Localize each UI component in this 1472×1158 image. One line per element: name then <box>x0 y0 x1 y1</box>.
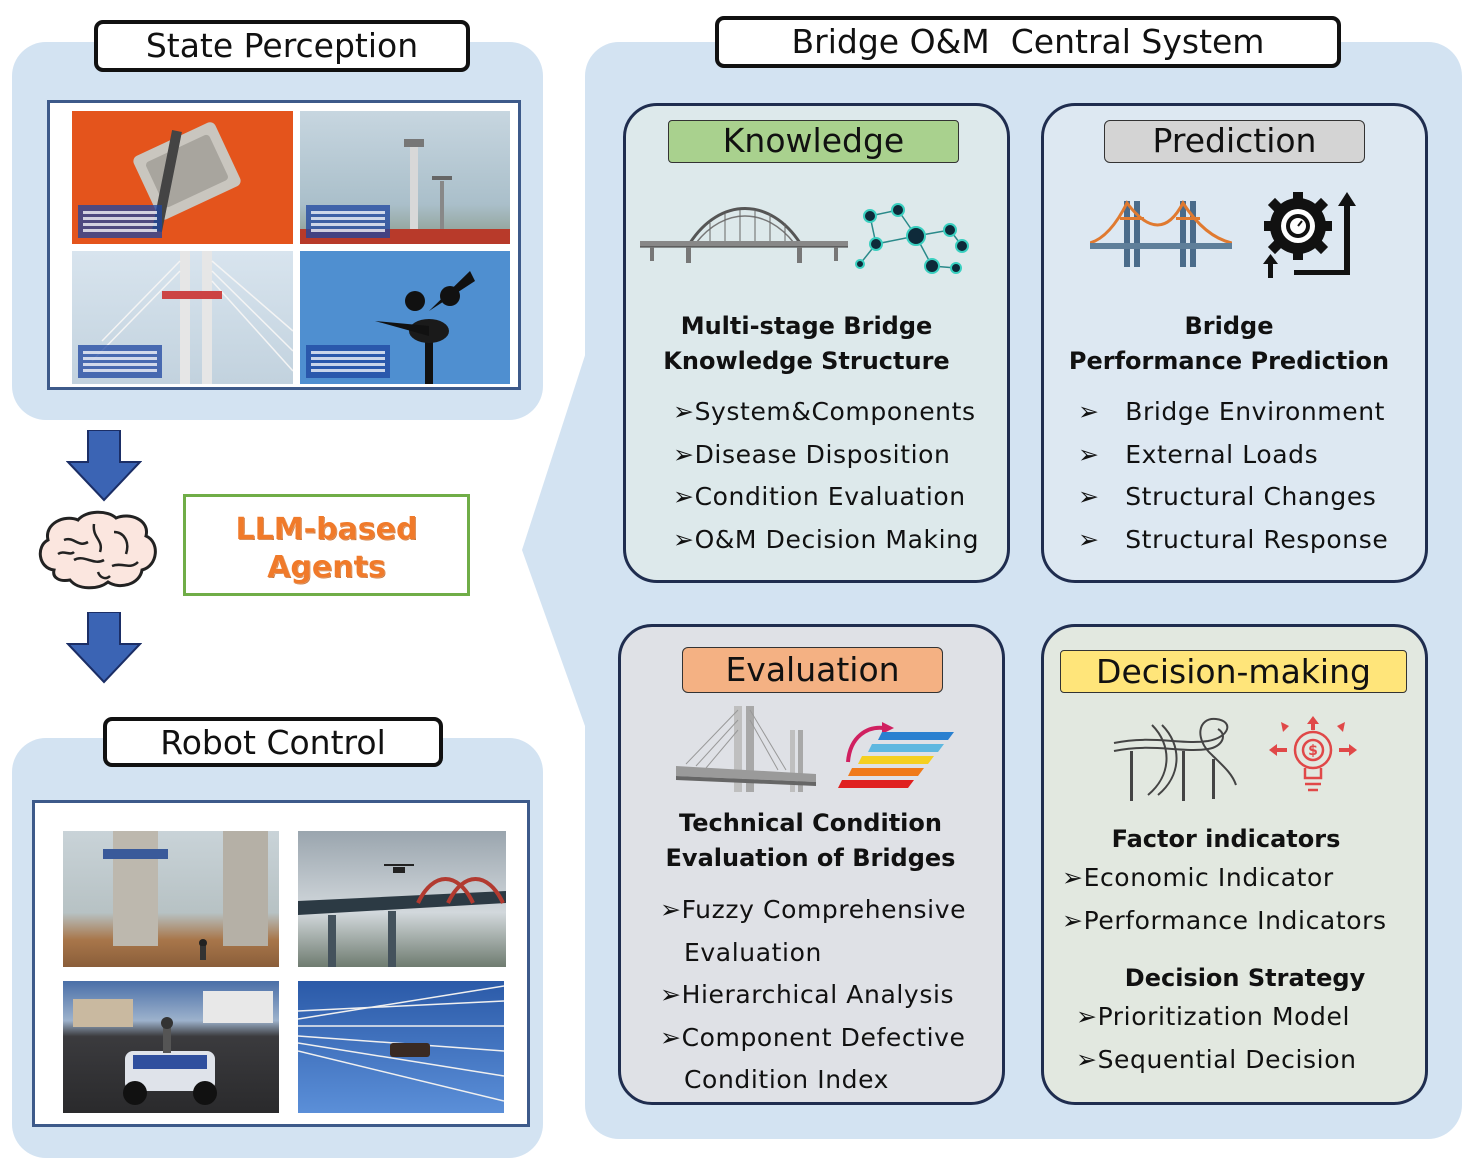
llm-agents-label-line1: LLM-based <box>235 512 418 547</box>
factor-indicators-title: Factor indicators <box>1111 825 1341 853</box>
evaluation-title-line2: Evaluation of Bridges <box>665 844 956 872</box>
knowledge-title: Multi-stage Bridge Knowledge Structure <box>623 309 990 379</box>
idea-money-bulb-icon: $ <box>1269 716 1357 792</box>
down-arrow-icon <box>66 612 142 684</box>
prediction-header: Prediction <box>1104 120 1365 163</box>
list-item: Condition Index <box>660 1059 966 1102</box>
decision-header: Decision-making <box>1060 650 1407 693</box>
prediction-title: Bridge Performance Prediction <box>1041 309 1417 379</box>
factor-item-label: Economic Indicator <box>1083 863 1334 892</box>
list-item: ➢ External Loads <box>1078 439 1319 469</box>
brain-icon <box>38 510 157 590</box>
evaluation-item-label: Component Defective <box>681 1022 966 1052</box>
strategy-item-label: Sequential Decision <box>1097 1044 1357 1074</box>
robot-control-title: Robot Control <box>103 717 443 767</box>
prediction-item-label: Structural Changes <box>1125 482 1377 511</box>
factor-indicators-list: ➢Economic Indicator ➢Performance Indicat… <box>1062 857 1387 942</box>
list-item: ➢O&M Decision Making <box>673 524 980 554</box>
list-item: ➢Performance Indicators <box>1062 905 1387 935</box>
evaluation-title: Technical Condition Evaluation of Bridge… <box>618 806 1003 876</box>
sensor-photo-mast <box>300 111 510 244</box>
factor-item-label: Performance Indicators <box>1083 905 1387 935</box>
list-item: ➢Hierarchical Analysis <box>660 980 955 1009</box>
list-item: ➢ Structural Changes <box>1078 482 1377 511</box>
knowledge-graph-icon <box>855 203 969 274</box>
decision-strategy-title: Decision Strategy <box>1124 964 1366 992</box>
gear-arrows-icon <box>1263 192 1356 278</box>
list-item: ➢Prioritization Model <box>1076 1002 1351 1031</box>
knowledge-item-label: Disease Disposition <box>694 439 951 469</box>
knowledge-list: ➢System&Components ➢Disease Disposition … <box>673 391 979 561</box>
knowledge-title-line2: Knowledge Structure <box>663 347 950 375</box>
svg-text:$: $ <box>1308 743 1318 759</box>
decision-card <box>1041 624 1428 1105</box>
evaluation-item-label: Condition Index <box>684 1065 890 1094</box>
list-item: ➢Fuzzy Comprehensive <box>660 895 967 924</box>
list-item: ➢System&Components <box>673 397 976 426</box>
list-item: ➢ Structural Response <box>1078 524 1389 554</box>
central-system-title: Bridge O&M Central System <box>715 16 1341 68</box>
robot-photo-grid <box>32 800 530 1127</box>
knowledge-card <box>623 103 1010 583</box>
evaluation-list: ➢Fuzzy Comprehensive Evaluation ➢Hierarc… <box>660 889 966 1102</box>
sensor-photo-cable-bridge <box>72 251 293 384</box>
llm-agents-box: LLM-based Agents <box>183 494 470 596</box>
list-item: ➢Disease Disposition <box>673 439 951 469</box>
list-item: ➢Condition Evaluation <box>673 482 966 511</box>
evaluation-item-label: Fuzzy Comprehensive <box>681 895 967 924</box>
sensor-photo-anemometer <box>300 251 510 384</box>
robot-photo-cable-robot <box>298 981 504 1113</box>
llm-agents-label-line2: Agents <box>267 550 386 585</box>
evaluation-item-label: Evaluation <box>684 937 822 967</box>
state-perception-title: State Perception <box>94 20 470 72</box>
interchange-icon <box>1113 717 1237 801</box>
list-item: ➢Sequential Decision <box>1076 1044 1357 1074</box>
prediction-title-line2: Performance Prediction <box>1068 347 1390 375</box>
knowledge-header: Knowledge <box>668 120 959 163</box>
evaluation-item-label: Hierarchical Analysis <box>681 980 955 1009</box>
cable-stayed-bridge-icon <box>676 706 816 792</box>
evaluation-header: Evaluation <box>682 647 943 693</box>
prediction-item-label: External Loads <box>1125 439 1319 469</box>
prediction-list: ➢ Bridge Environment ➢ External Loads ➢ … <box>1078 391 1388 561</box>
down-arrow-icon <box>66 430 142 502</box>
prediction-card <box>1041 103 1428 583</box>
knowledge-title-line1: Multi-stage Bridge <box>680 312 933 340</box>
prediction-item-label: Structural Response <box>1125 524 1389 554</box>
sensor-photo-grid <box>47 100 521 390</box>
decision-strategy-list: ➢Prioritization Model ➢Sequential Decisi… <box>1076 996 1357 1081</box>
robot-photo-ground-rover <box>63 981 279 1113</box>
list-item: Evaluation <box>660 932 966 975</box>
robot-photo-drone-bridge <box>298 831 506 967</box>
evaluation-card <box>618 624 1005 1105</box>
arch-bridge-icon <box>640 207 848 263</box>
knowledge-item-label: System&Components <box>694 397 976 426</box>
prediction-title-line1: Bridge <box>1184 312 1274 340</box>
suspension-bridge-icon <box>1090 200 1232 267</box>
list-item: ➢ Bridge Environment <box>1078 397 1386 426</box>
prediction-item-label: Bridge Environment <box>1125 397 1386 426</box>
list-item: ➢Economic Indicator <box>1062 863 1334 892</box>
callout-wedge <box>522 340 590 740</box>
list-item: ➢Component Defective <box>660 1022 966 1052</box>
strategy-item-label: Prioritization Model <box>1097 1002 1351 1031</box>
staircase-chart-icon <box>838 722 954 788</box>
sensor-photo-bracket <box>72 111 293 244</box>
knowledge-item-label: Condition Evaluation <box>694 482 966 511</box>
knowledge-item-label: O&M Decision Making <box>694 524 980 554</box>
robot-photo-pier-climber <box>63 831 279 967</box>
evaluation-title-line1: Technical Condition <box>679 809 942 837</box>
